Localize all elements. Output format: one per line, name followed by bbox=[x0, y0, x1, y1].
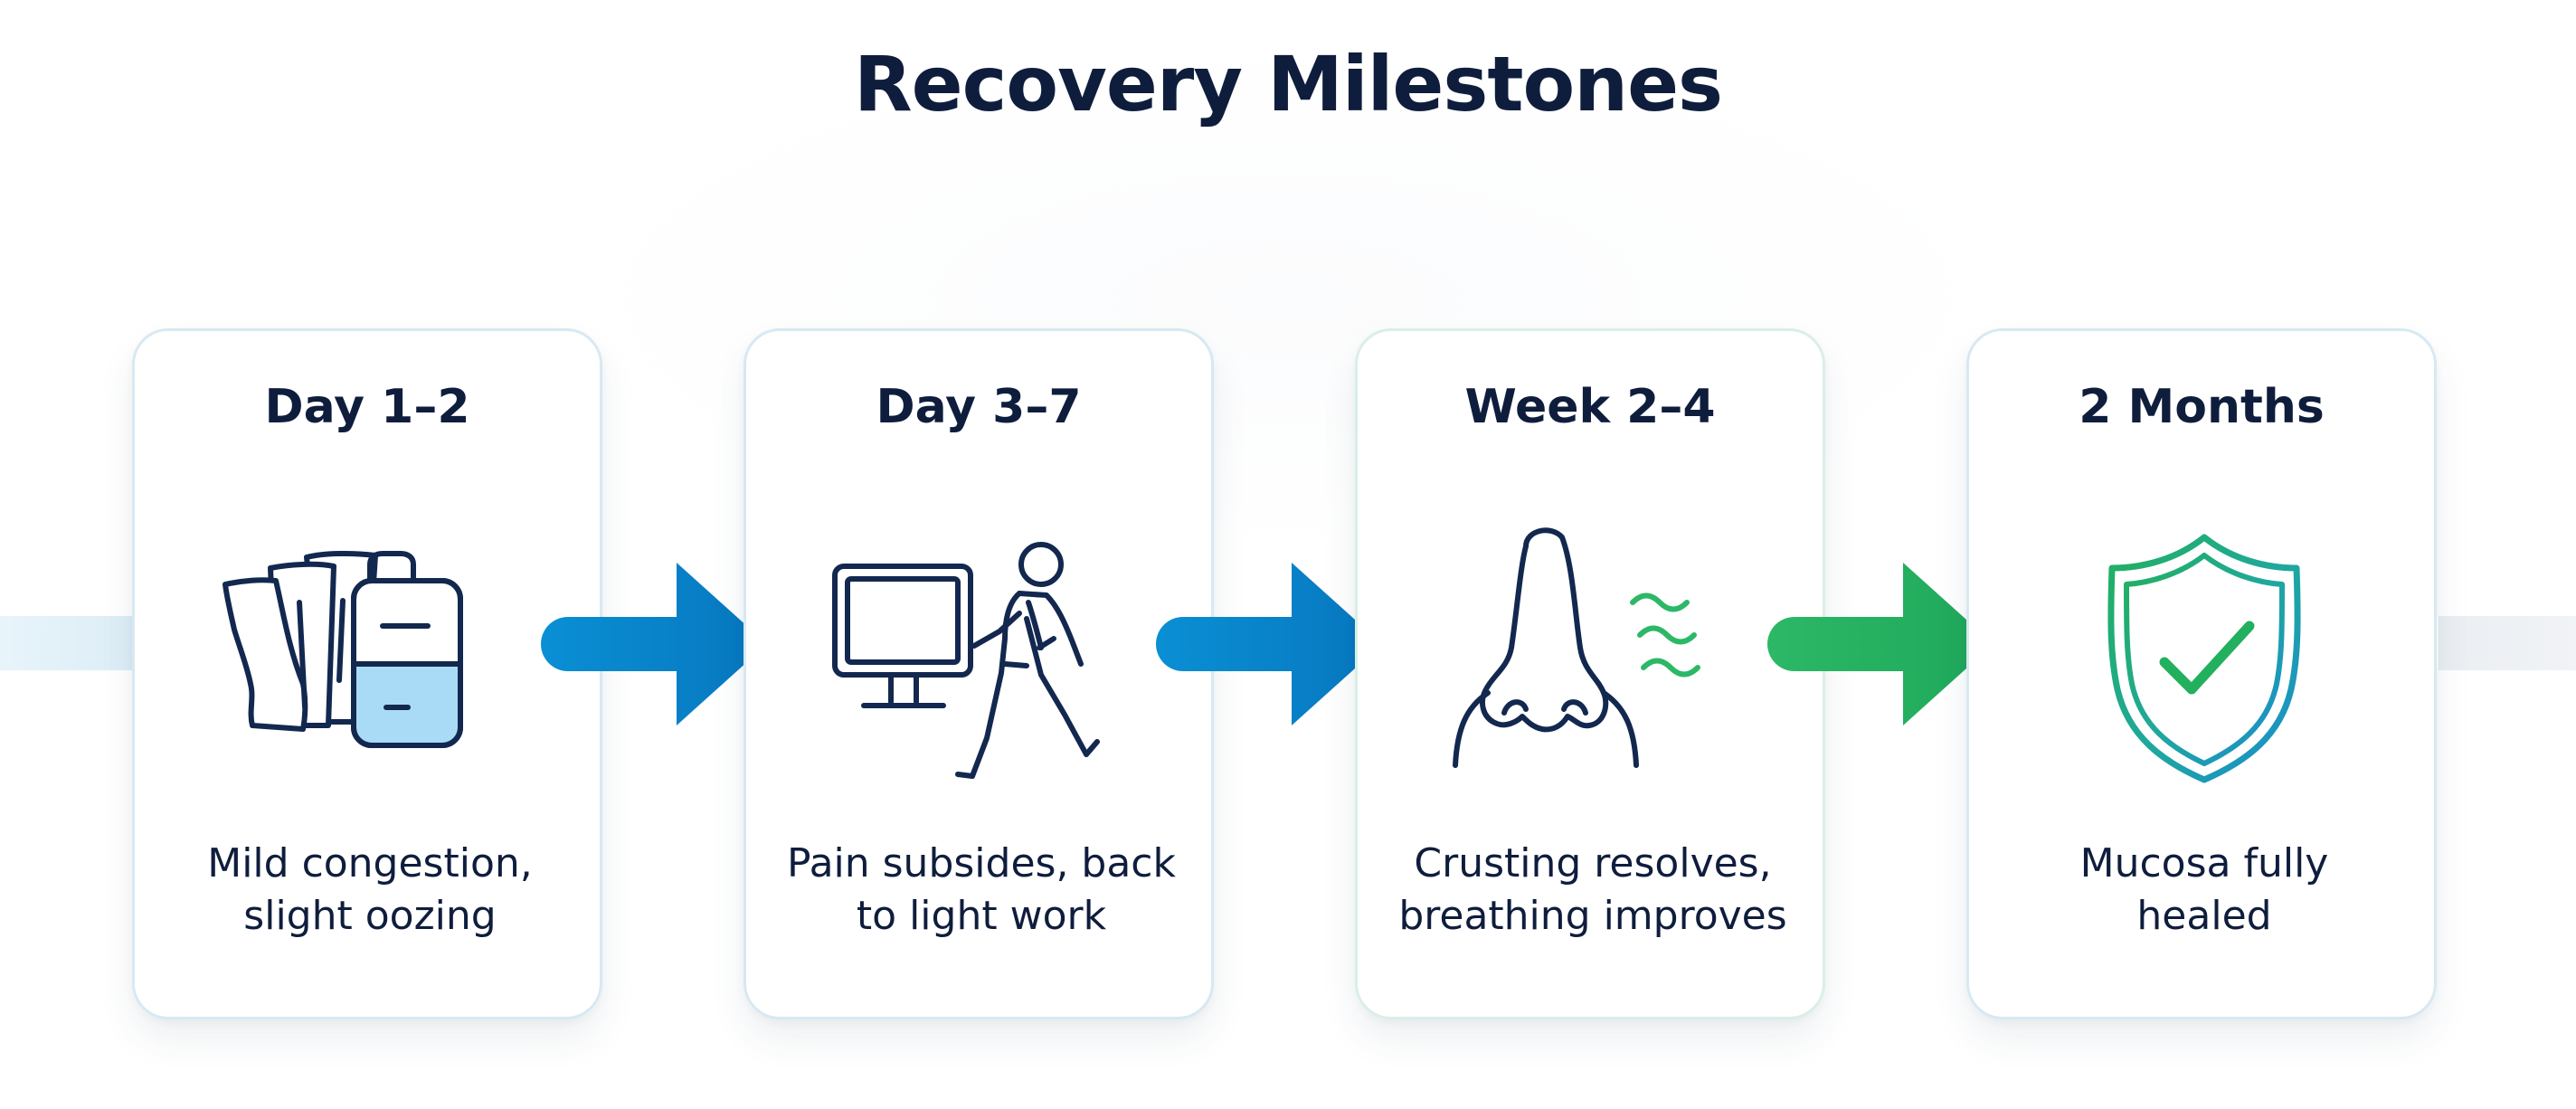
milestone-card-2-months: 2 Months Mucosa fully healed bbox=[1966, 328, 2437, 1019]
nose-breathing-icon bbox=[1453, 527, 1700, 768]
milestone-heading: Day 1–2 bbox=[264, 380, 470, 434]
milestone-description: Mucosa fully healed bbox=[2079, 840, 2329, 939]
milestone-description: Crusting resolves, breathing improves bbox=[1398, 840, 1787, 939]
arrow-right-icon bbox=[1156, 563, 1382, 725]
timeline-track-start bbox=[0, 616, 136, 670]
milestone-card-day-1-2: Day 1–2 Mild congesti bbox=[132, 328, 602, 1019]
milestone-description: Pain subsides, back to light work bbox=[787, 840, 1176, 939]
arrow-right-icon bbox=[1767, 563, 1994, 725]
milestone-heading: 2 Months bbox=[2079, 380, 2325, 434]
page-title: Recovery Milestones bbox=[853, 40, 1723, 128]
computer-and-walking-person-icon bbox=[832, 542, 1100, 779]
milestone-description: Mild congestion, slight oozing bbox=[207, 840, 533, 939]
timeline-track-end bbox=[2439, 616, 2576, 670]
milestone-card-day-3-7: Day 3–7 Pain subsides bbox=[743, 328, 1214, 1019]
tissues-and-ice-pack-icon bbox=[223, 550, 463, 748]
milestone-heading: Day 3–7 bbox=[876, 380, 1082, 434]
arrow-right-icon bbox=[541, 563, 767, 725]
shield-check-icon bbox=[2107, 534, 2301, 783]
milestone-card-week-2-4: Week 2–4 Crusting resolves, breathing im… bbox=[1355, 328, 1825, 1019]
milestone-heading: Week 2–4 bbox=[1464, 380, 1716, 434]
